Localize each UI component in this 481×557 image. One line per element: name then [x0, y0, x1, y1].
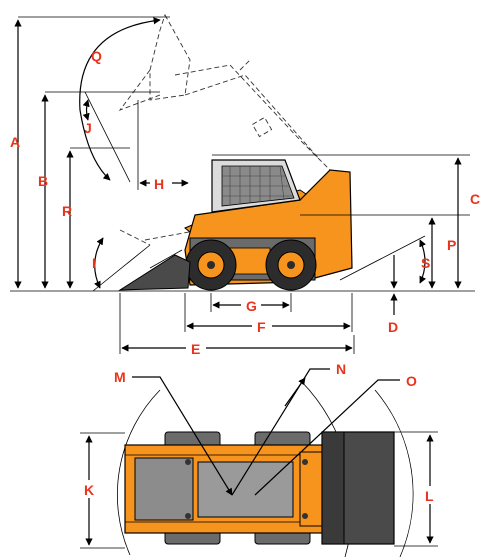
label-q: Q	[91, 48, 102, 64]
label-s: S	[421, 255, 430, 271]
label-e: E	[191, 341, 200, 357]
rear-wheel	[265, 239, 317, 291]
label-g: G	[246, 298, 257, 314]
top-engine-cover	[134, 457, 194, 521]
label-o: O	[406, 373, 417, 389]
label-r: R	[62, 203, 72, 219]
label-i: I	[92, 255, 96, 271]
label-m: M	[114, 369, 126, 385]
side-view: A B R C P S D I J Q H	[10, 13, 480, 357]
top-cab-roof	[197, 461, 294, 518]
label-c: C	[470, 191, 480, 207]
label-k: K	[84, 482, 94, 498]
label-n: N	[336, 361, 346, 377]
top-view: K L M N O	[80, 361, 441, 557]
label-d: D	[388, 319, 398, 335]
raised-bucket-ghost	[118, 13, 331, 171]
label-h: H	[154, 176, 164, 192]
label-j: J	[84, 120, 92, 136]
front-wheel	[185, 239, 237, 291]
label-p: P	[447, 237, 456, 253]
label-b: B	[38, 173, 48, 189]
label-a: A	[10, 134, 20, 150]
bucket	[118, 254, 191, 291]
label-l: L	[425, 488, 434, 504]
label-f: F	[257, 319, 266, 335]
